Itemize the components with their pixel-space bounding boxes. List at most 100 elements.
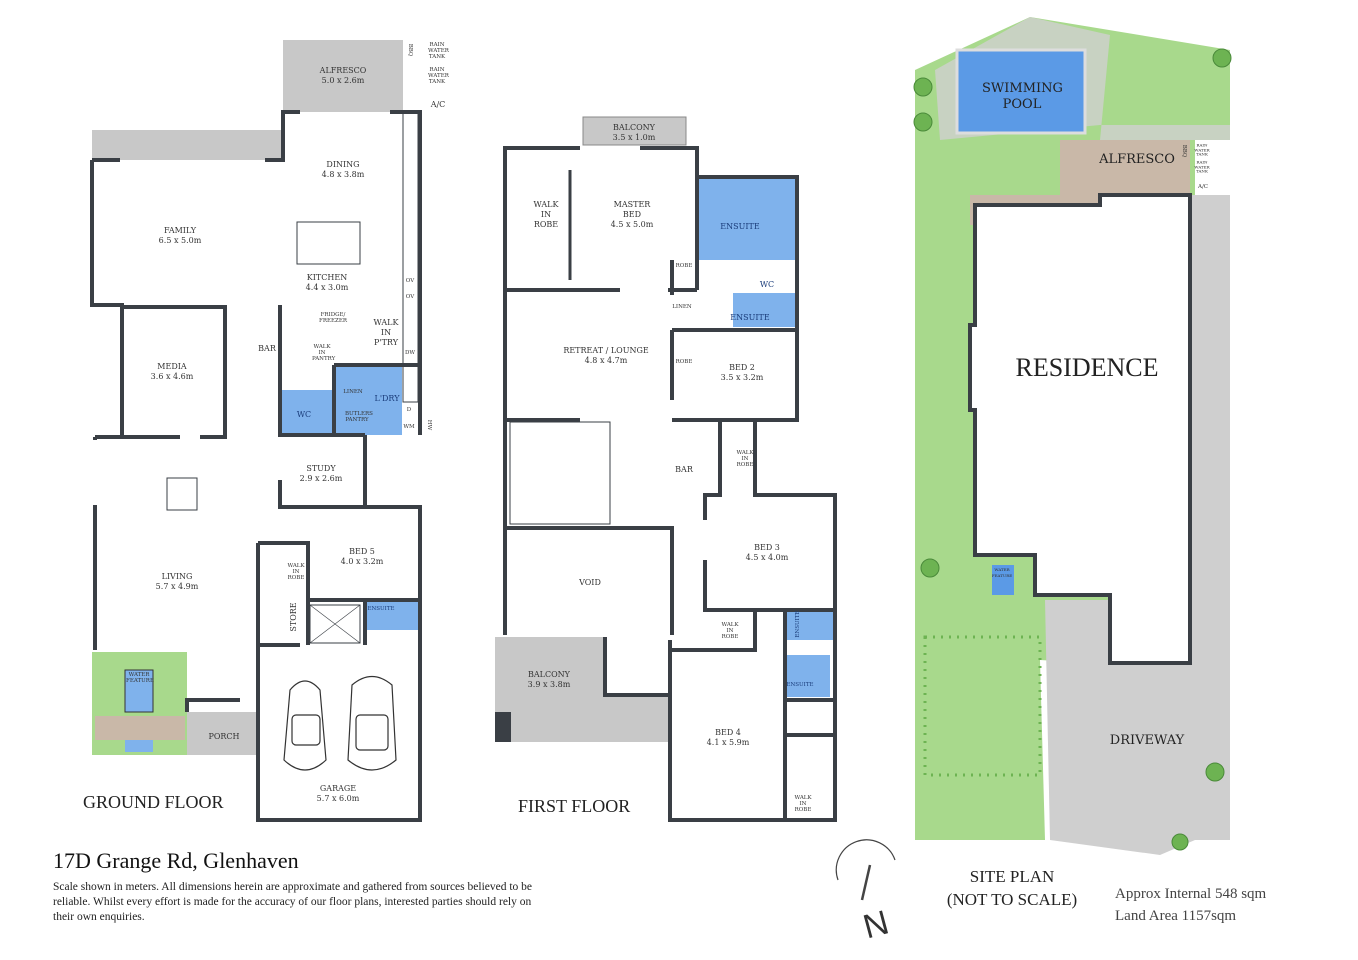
void-label: VOID	[579, 578, 601, 587]
rain-tank-label: RAIN WATER TANK	[1194, 142, 1210, 157]
bbq-label: BBQ	[1181, 144, 1187, 158]
butlers-pantry-label: BUTLERS PANTRY	[345, 411, 373, 423]
car-icon	[347, 675, 397, 771]
dryer-label: D	[406, 407, 412, 413]
fridge-label: FRIDGE/ FREEZER	[319, 312, 347, 324]
bar-label: BAR	[675, 465, 693, 474]
room-dims: 3.5 x 3.2m	[720, 373, 764, 382]
ensuite-label: ENSUITE	[730, 313, 770, 322]
ensuite-label: ENSUITE	[795, 610, 801, 638]
robe-label: ROBE	[675, 359, 693, 365]
room-name: DINING	[326, 160, 360, 169]
room-name: KITCHEN	[306, 273, 348, 282]
alfresco-label: ALFRESCO	[1099, 152, 1175, 167]
walk-in-robe-label: WALK IN ROBE	[736, 450, 754, 468]
room-name: BED 3	[754, 543, 780, 552]
hot-water-label: HW	[426, 419, 432, 431]
driveway-label: DRIVEWAY	[1109, 733, 1185, 748]
residence-label: RESIDENCE	[1015, 353, 1159, 382]
swimming-pool-label: SWIMMING POOL	[982, 81, 1063, 112]
ac-label: A/C	[430, 100, 446, 109]
walk-in-robe-label: WALK IN ROBE	[721, 622, 739, 640]
room-dims: 6.5 x 5.0m	[158, 236, 202, 245]
room-dims: 4.5 x 4.0m	[745, 553, 789, 562]
ac-label: A/C	[1197, 184, 1209, 190]
room-dims: 5.7 x 4.9m	[155, 582, 199, 591]
alfresco-area	[283, 40, 403, 112]
car-icon	[283, 680, 327, 771]
room-dims: 4.5 x 5.0m	[610, 220, 654, 229]
water-feature	[124, 669, 154, 713]
ensuite-label: ENSUITE	[786, 682, 814, 688]
room-dims: 3.9 x 3.8m	[527, 680, 571, 689]
room-name: BED 5	[349, 547, 375, 556]
deck-strip	[92, 130, 283, 160]
room-name: STUDY	[306, 464, 336, 473]
first-floor-plan	[495, 116, 837, 822]
land-area: Land Area 1157sqm	[1115, 908, 1237, 924]
room-name: BALCONY	[528, 670, 570, 679]
rain-tank-label: RAIN WATER TANK	[1194, 159, 1210, 174]
first-floor-title: FIRST FLOOR	[518, 796, 631, 816]
wc-label: WC	[296, 410, 312, 419]
ensuite-label: ENSUITE	[720, 222, 760, 231]
room-name: LIVING	[161, 572, 193, 581]
north-label: N	[859, 903, 893, 947]
room-dims: 3.6 x 4.6m	[150, 372, 194, 381]
ensuite-label: ENSUITE	[367, 606, 395, 612]
walk-in-robe-label: WALK IN ROBE	[794, 795, 812, 813]
room-dims: 4.0 x 3.2m	[340, 557, 384, 566]
disclaimer-text: Scale shown in meters. All dimensions he…	[53, 881, 533, 923]
ground-floor-plan	[90, 40, 422, 822]
site-plan-title-line1: SITE PLAN	[969, 867, 1055, 886]
room-name: FAMILY	[163, 226, 197, 235]
room-dims: 5.7 x 6.0m	[316, 794, 360, 803]
room-name: ALFRESCO	[319, 66, 367, 75]
room-dims: 5.0 x 2.6m	[321, 76, 365, 85]
walk-in-robe-label: WALK IN ROBE	[287, 563, 305, 581]
water-feature-label: WATER FEATURE	[126, 672, 154, 684]
room-name: BED 4	[715, 728, 741, 737]
rain-tank-label: RAIN WATER TANK	[428, 67, 449, 85]
porch-area	[187, 712, 258, 755]
wc-label: WC	[759, 280, 775, 289]
room-dims: 4.4 x 3.0m	[305, 283, 349, 292]
room-name: MASTER BED	[613, 200, 651, 219]
site-plan-drawing	[913, 17, 1232, 855]
walk-in-robe-label: WALK IN ROBE	[533, 200, 559, 229]
walk-in-ptry-label: WALK IN P'TRY	[373, 318, 399, 347]
oven-label: OV	[405, 294, 415, 300]
bbq-label: BBQ	[407, 43, 413, 57]
residence-outline	[968, 193, 1192, 665]
room-dims: 2.9 x 2.6m	[299, 474, 343, 483]
oven-label: OV	[405, 278, 415, 284]
room-name: MEDIA	[157, 362, 187, 371]
room-dims: 4.1 x 5.9m	[706, 738, 750, 747]
room-dims: 3.5 x 1.0m	[612, 133, 656, 142]
bar-label: BAR	[258, 344, 276, 353]
north-arrow-icon	[835, 839, 896, 901]
walk-in-pantry-label: WALK IN PANTRY	[312, 344, 336, 362]
robe-label: ROBE	[675, 263, 693, 269]
porch-label: PORCH	[208, 732, 240, 741]
site-plan-title: SITE PLAN(NOT TO SCALE)	[947, 865, 1077, 911]
room-name: GARAGE	[319, 784, 357, 793]
